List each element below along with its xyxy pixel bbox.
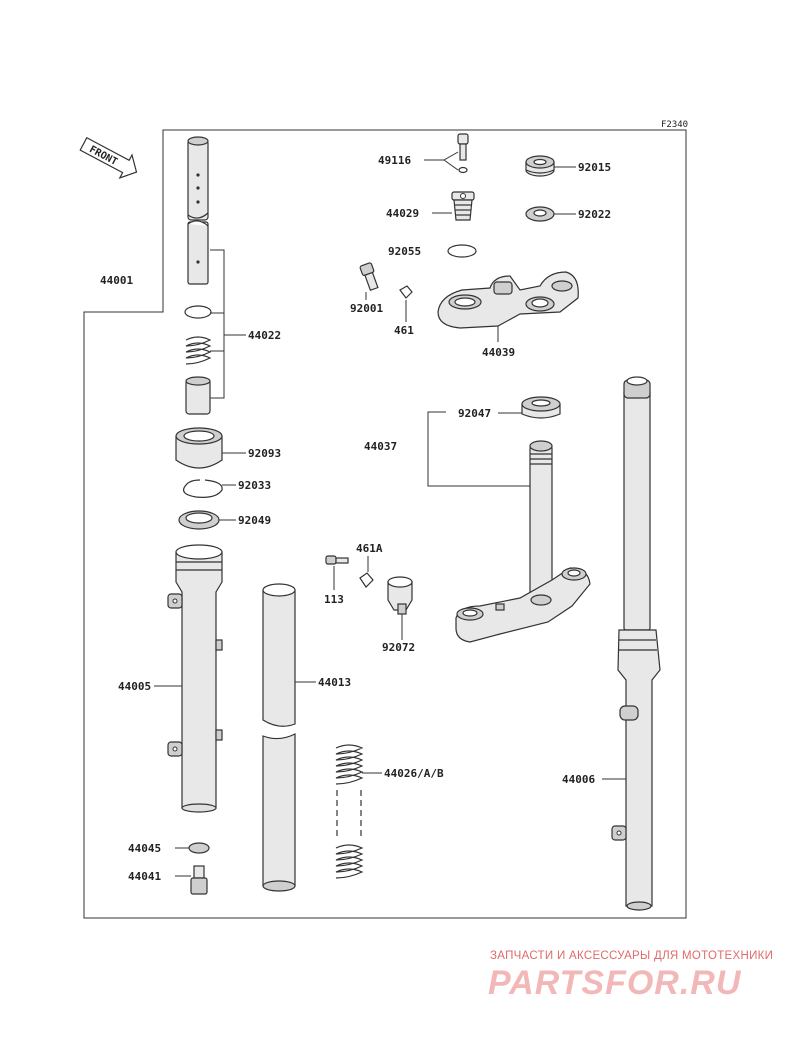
fork-assembly-part bbox=[611, 376, 661, 911]
nut-part bbox=[525, 155, 555, 177]
piston-ring-part bbox=[184, 305, 212, 319]
label-44041: 44041 bbox=[128, 870, 161, 883]
label-44045: 44045 bbox=[128, 842, 161, 855]
o-ring-part bbox=[447, 244, 477, 258]
label-44037: 44037 bbox=[364, 440, 397, 453]
label-113: 113 bbox=[324, 593, 344, 606]
watermark-logo: PARTSFOR.RU bbox=[488, 964, 742, 1002]
diagram-code: F2340 bbox=[661, 120, 688, 130]
circlip-part bbox=[183, 479, 223, 498]
label-92022: 92022 bbox=[578, 208, 611, 221]
steering-stem-part bbox=[455, 440, 591, 643]
watermark-tagline: ЗАПЧАСТИ И АКСЕССУАРЫ ДЛЯ МОТОТЕХНИКИ bbox=[490, 950, 774, 962]
dust-seal-part bbox=[175, 427, 223, 469]
label-49116: 49116 bbox=[378, 154, 411, 167]
diagram-frame bbox=[83, 129, 687, 919]
label-44039: 44039 bbox=[482, 346, 515, 359]
label-92049: 92049 bbox=[238, 514, 271, 527]
label-92072: 92072 bbox=[382, 641, 415, 654]
label-461: 461 bbox=[394, 324, 414, 337]
screw-part bbox=[325, 555, 349, 565]
label-44013: 44013 bbox=[318, 676, 351, 689]
clip-461a-part bbox=[359, 572, 374, 588]
label-44022: 44022 bbox=[248, 329, 281, 342]
label-461a: 461A bbox=[356, 542, 383, 555]
front-arrow-icon: FRONT bbox=[79, 136, 138, 180]
label-44005: 44005 bbox=[118, 680, 151, 693]
washer-part bbox=[525, 206, 555, 222]
label-92015: 92015 bbox=[578, 161, 611, 174]
fork-cap-bolt-part bbox=[451, 191, 475, 221]
cable-clip-part bbox=[399, 285, 413, 299]
label-92055: 92055 bbox=[388, 245, 421, 258]
steering-bearing-part bbox=[521, 396, 561, 419]
label-44001: 44001 bbox=[100, 274, 133, 287]
label-92093: 92093 bbox=[248, 447, 281, 460]
oil-lock-piece-part bbox=[185, 376, 211, 415]
bottom-bolt-part bbox=[190, 865, 208, 895]
label-92047: 92047 bbox=[458, 407, 491, 420]
air-valve-part bbox=[457, 133, 469, 174]
hose-clamp-part bbox=[387, 576, 413, 615]
rebound-spring-part bbox=[185, 336, 212, 365]
outer-tube-part bbox=[167, 544, 223, 813]
gasket-part bbox=[188, 842, 210, 854]
inner-tube-part bbox=[262, 583, 296, 892]
damper-rod-part bbox=[187, 136, 209, 285]
label-44029: 44029 bbox=[386, 207, 419, 220]
label-92033: 92033 bbox=[238, 479, 271, 492]
label-44026: 44026/A/B bbox=[384, 767, 444, 780]
clamp-bolt-part bbox=[359, 262, 379, 292]
upper-bracket-part bbox=[437, 271, 579, 329]
fork-spring-part bbox=[335, 744, 364, 879]
oil-seal-part bbox=[178, 510, 220, 530]
label-92001: 92001 bbox=[350, 302, 383, 315]
label-44006: 44006 bbox=[562, 773, 595, 786]
